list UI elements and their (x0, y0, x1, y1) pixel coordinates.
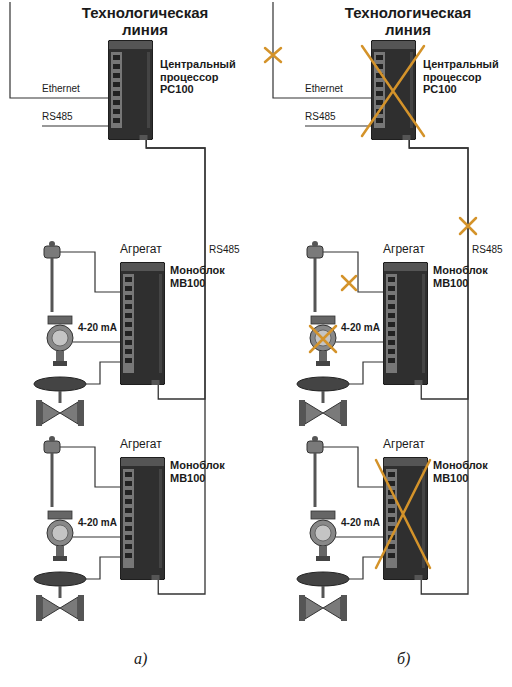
panel-b-art (273, 2, 383, 621)
unit-heading: Агрегат (120, 243, 190, 257)
signal-label: 4-20 mA (78, 517, 117, 529)
device-body (108, 40, 153, 140)
monoblock-device: АгрегатМоноблок MB100 (120, 262, 165, 385)
monoblock-device: АгрегатМоноблок MB100 (383, 262, 428, 385)
bus-label: RS485 (305, 111, 336, 123)
bus-label: RS485 (471, 244, 504, 256)
device-body (371, 40, 416, 140)
monoblock-device: АгрегатМоноблок MB100 (120, 457, 165, 580)
device-label: Моноблок MB100 (433, 459, 509, 484)
line-title: Технологическая линия (338, 4, 478, 39)
device-label: Моноблок MB100 (170, 264, 246, 289)
device-body (383, 262, 428, 385)
panel-letter: б) (397, 650, 410, 668)
device-label: Центральный процессор PC100 (160, 58, 244, 96)
signal-label: 4-20 mA (341, 322, 380, 334)
device-body (383, 457, 428, 580)
panel-a-art (10, 2, 120, 621)
device-label: Центральный процессор PC100 (423, 58, 507, 96)
unit-heading: Агрегат (383, 438, 453, 452)
unit-heading: Агрегат (120, 438, 190, 452)
signal-label: 4-20 mA (78, 322, 117, 334)
bus-label: RS485 (42, 111, 73, 123)
device-body (120, 457, 165, 580)
line-title: Технологическая линия (75, 4, 215, 39)
bus-label: Ethernet (305, 83, 343, 95)
signal-label: 4-20 mA (341, 517, 380, 529)
device-label: Моноблок MB100 (433, 264, 509, 289)
device-body (120, 262, 165, 385)
unit-heading: Агрегат (383, 243, 453, 257)
processor-device: Центральный процессор PC100 (108, 40, 153, 140)
monoblock-device: АгрегатМоноблок MB100 (383, 457, 428, 580)
bus-label: RS485 (208, 244, 241, 256)
bus-label: Ethernet (42, 83, 80, 95)
panel-letter: а) (134, 650, 147, 668)
device-label: Моноблок MB100 (170, 459, 246, 484)
processor-device: Центральный процессор PC100 (371, 40, 416, 140)
